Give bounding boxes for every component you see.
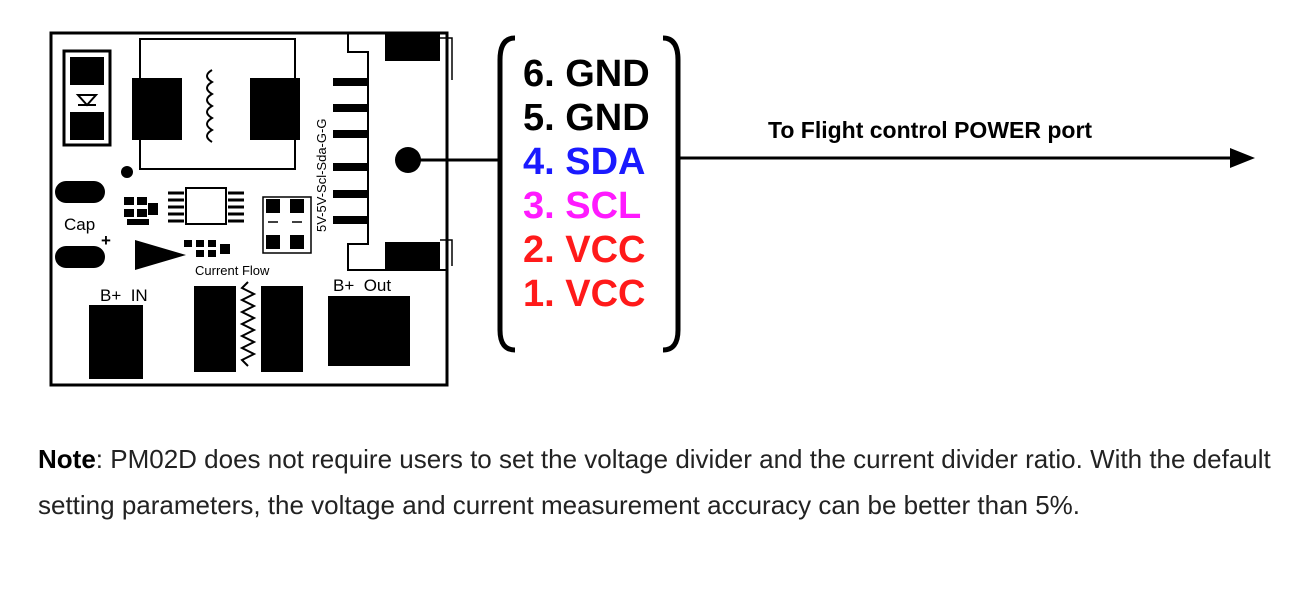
current-flow-label: Current Flow xyxy=(195,263,270,278)
note-heading: Note xyxy=(38,444,96,474)
right-bracket xyxy=(662,35,681,353)
cap-plus-label: + xyxy=(101,231,111,250)
diode-component xyxy=(62,49,112,147)
smd-group-right xyxy=(262,196,312,254)
ic-chip xyxy=(168,187,244,225)
smd-small-row xyxy=(184,240,230,257)
pin-label: 6. GND xyxy=(523,53,650,95)
inductor-component xyxy=(132,38,300,170)
pm02d-diagram: Cap + xyxy=(49,31,1255,387)
connector-pin-label: 5V-5V-Scl-Sda-G-G xyxy=(314,119,329,232)
flight-control-label: To Flight control POWER port xyxy=(768,117,1093,143)
b-plus-out-label: B+ Out xyxy=(333,276,391,295)
pin-label: 5. GND xyxy=(523,97,650,139)
output-arrowhead xyxy=(1230,148,1255,168)
cap-label: Cap xyxy=(64,215,95,234)
cap-pad-top xyxy=(55,181,105,203)
cap-pad-bottom xyxy=(55,246,105,268)
pin-label: 2. VCC xyxy=(523,229,646,271)
left-bracket xyxy=(497,35,516,353)
pin-label: 3. SCL xyxy=(523,185,642,227)
pin-label: 4. SDA xyxy=(523,141,646,183)
current-flow-arrow xyxy=(135,240,186,270)
power-connector: 5V-5V-Scl-Sda-G-G xyxy=(314,33,453,271)
b-plus-out-pad xyxy=(328,296,410,366)
b-plus-in-label: B+ IN xyxy=(100,286,148,305)
polarity-dot xyxy=(121,166,133,178)
note-paragraph: Note: PM02D does not require users to se… xyxy=(38,436,1288,528)
pin-label: 1. VCC xyxy=(523,273,646,315)
current-shunt xyxy=(194,281,303,372)
note-text: : PM02D does not require users to set th… xyxy=(38,444,1271,520)
smd-group-left xyxy=(124,197,158,225)
b-plus-in-pad xyxy=(89,305,143,379)
